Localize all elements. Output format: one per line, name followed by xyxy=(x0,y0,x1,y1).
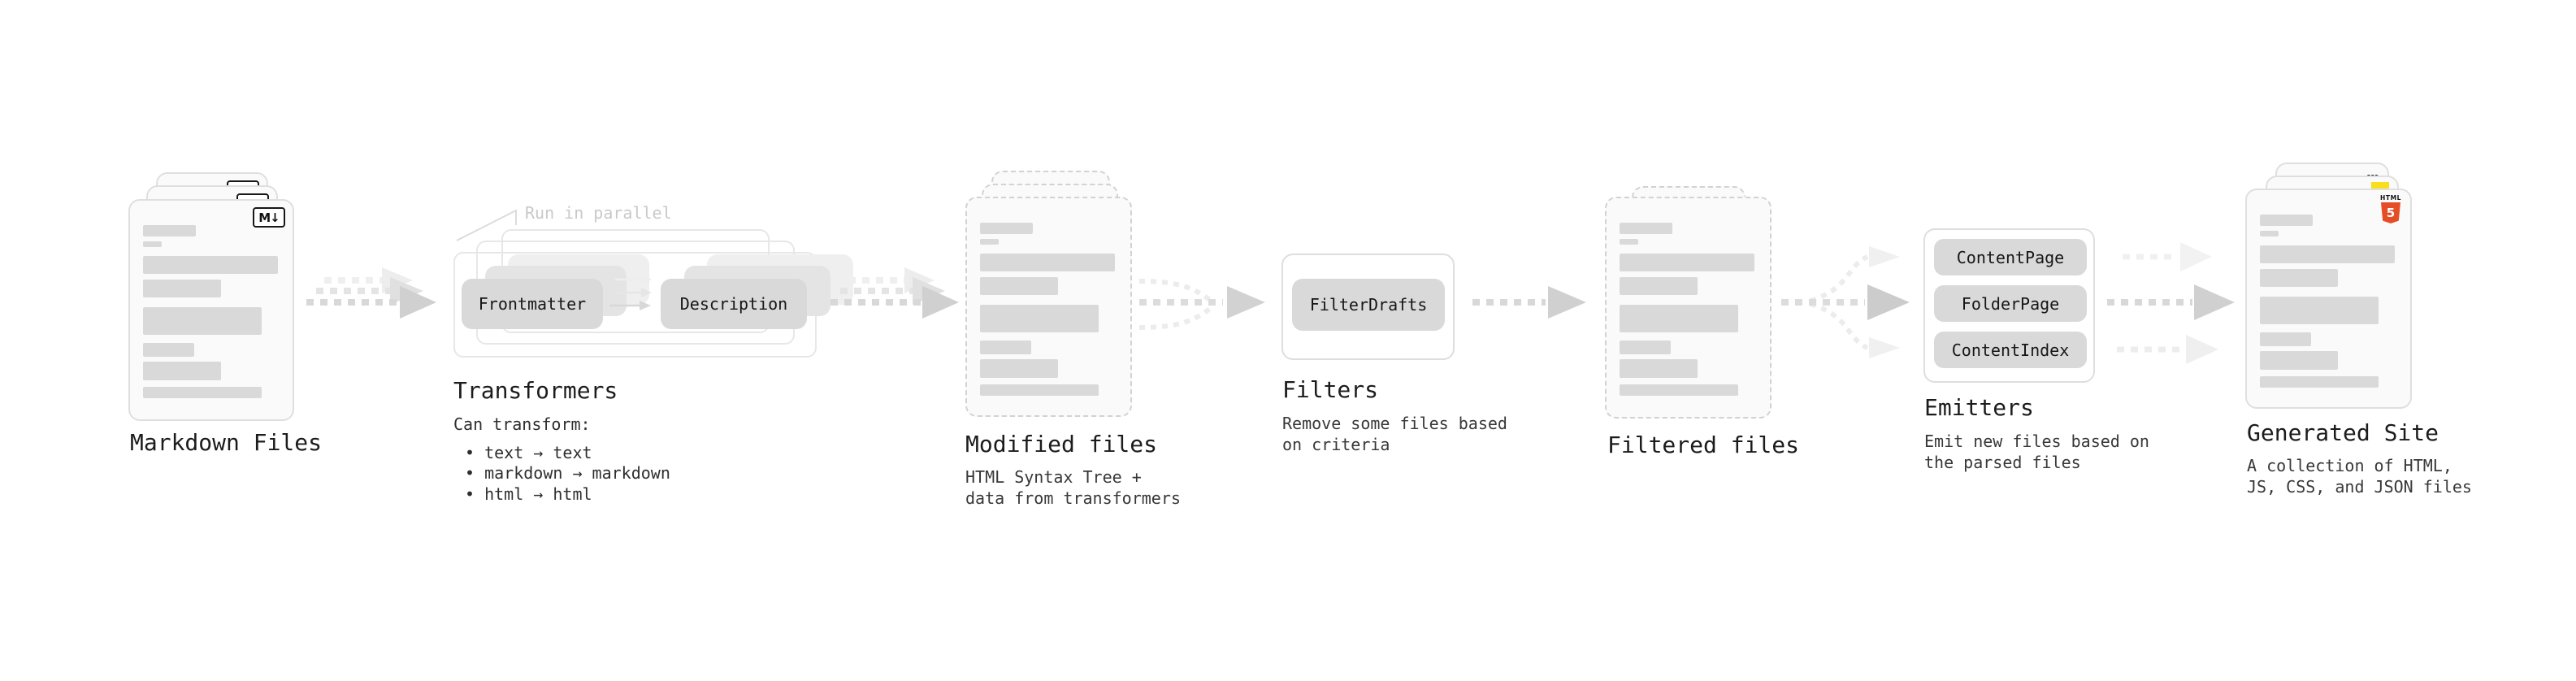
filtered-file-card-front xyxy=(1605,197,1772,419)
doc-text-bar xyxy=(143,256,278,274)
doc-text-bar xyxy=(1620,254,1754,271)
html5-logo-word: HTML xyxy=(2380,194,2402,202)
frontmatter-pill: Frontmatter xyxy=(462,279,603,329)
doc-text-bar xyxy=(1620,384,1738,396)
emitters-description: Emit new files based on the parsed files xyxy=(1924,432,2149,472)
doc-text-bar xyxy=(2260,245,2395,263)
doc-text-bar xyxy=(2260,215,2313,226)
doc-text-bar xyxy=(1620,223,1672,234)
arrow-modified-to-filters-merge xyxy=(1138,279,1265,330)
doc-text-bar xyxy=(2260,269,2338,287)
doc-text-bar xyxy=(2260,376,2379,388)
generated-site-description: A collection of HTML, JS, CSS, and JSON … xyxy=(2247,456,2472,497)
document-text-bars xyxy=(143,225,280,398)
markdown-file-card-front: M↓ xyxy=(128,199,294,421)
html5-logo: HTML 5 xyxy=(2380,194,2401,223)
doc-text-bar xyxy=(2260,351,2338,370)
can-transform-title: Can transform: xyxy=(453,414,591,434)
html-file-card: HTML 5 xyxy=(2245,189,2412,409)
arrow-filtered-to-emitters-fanout xyxy=(1781,246,1910,358)
document-text-bars xyxy=(980,223,1117,396)
filterdrafts-pill: FilterDrafts xyxy=(1292,279,1445,331)
arrow-filters-to-filtered xyxy=(1472,286,1586,319)
document-text-bars xyxy=(2260,215,2397,388)
doc-text-bar xyxy=(2260,332,2311,346)
doc-text-bar xyxy=(2260,231,2279,236)
doc-text-bar xyxy=(143,387,262,398)
filters-label: Filters xyxy=(1282,376,1379,403)
contentindex-pill: ContentIndex xyxy=(1934,332,2087,368)
bullet-item: • text → text xyxy=(465,442,592,462)
run-in-parallel-note: Run in parallel xyxy=(525,203,672,223)
folderpage-pill: FolderPage xyxy=(1934,285,2087,322)
doc-text-bar xyxy=(980,254,1115,271)
doc-text-bar xyxy=(2260,297,2379,324)
doc-text-bar xyxy=(1620,239,1638,245)
doc-text-bar xyxy=(980,239,999,245)
transformers-label: Transformers xyxy=(453,377,618,404)
modified-files-label: Modified files xyxy=(965,431,1158,458)
doc-text-bar xyxy=(143,280,221,297)
filtered-files-label: Filtered files xyxy=(1607,432,1800,458)
doc-text-bar xyxy=(1620,305,1738,332)
html5-logo-number: 5 xyxy=(2386,206,2396,220)
markdown-files-label: Markdown Files xyxy=(130,429,323,456)
filters-description: Remove some files based on criteria xyxy=(1282,414,1507,454)
contentpage-pill: ContentPage xyxy=(1934,239,2087,275)
doc-text-bar xyxy=(980,340,1031,354)
modified-files-description: HTML Syntax Tree + data from transformer… xyxy=(965,467,1181,508)
document-text-bars xyxy=(1620,223,1757,396)
doc-text-bar xyxy=(143,362,221,380)
doc-text-bar xyxy=(980,223,1033,234)
bullet-item: • markdown → markdown xyxy=(465,463,670,483)
js-file-badge xyxy=(2371,182,2389,189)
doc-text-bar xyxy=(143,343,194,357)
description-pill: Description xyxy=(661,279,807,329)
doc-text-bar xyxy=(980,384,1099,396)
emitters-label: Emitters xyxy=(1924,394,2034,421)
markdown-icon: M↓ xyxy=(253,207,285,228)
transformers-description: Can transform: • text → text • markdown … xyxy=(453,414,670,505)
arrows-emitters-to-generated xyxy=(2107,242,2235,364)
doc-text-bar xyxy=(980,359,1058,378)
doc-text-bar xyxy=(143,307,262,335)
modified-file-card-front xyxy=(965,197,1132,417)
arrow-markdown-to-transformers xyxy=(306,267,436,319)
doc-text-bar xyxy=(143,241,162,247)
generated-site-label: Generated Site xyxy=(2247,419,2439,446)
doc-text-bar xyxy=(1620,277,1698,295)
doc-text-bar xyxy=(980,277,1058,295)
html5-logo-shield: 5 xyxy=(2381,202,2400,223)
bullet-item: • html → html xyxy=(465,484,592,504)
doc-text-bar xyxy=(1620,359,1698,378)
doc-text-bar xyxy=(143,225,196,236)
doc-text-bar xyxy=(980,305,1099,332)
doc-text-bar xyxy=(1620,340,1671,354)
